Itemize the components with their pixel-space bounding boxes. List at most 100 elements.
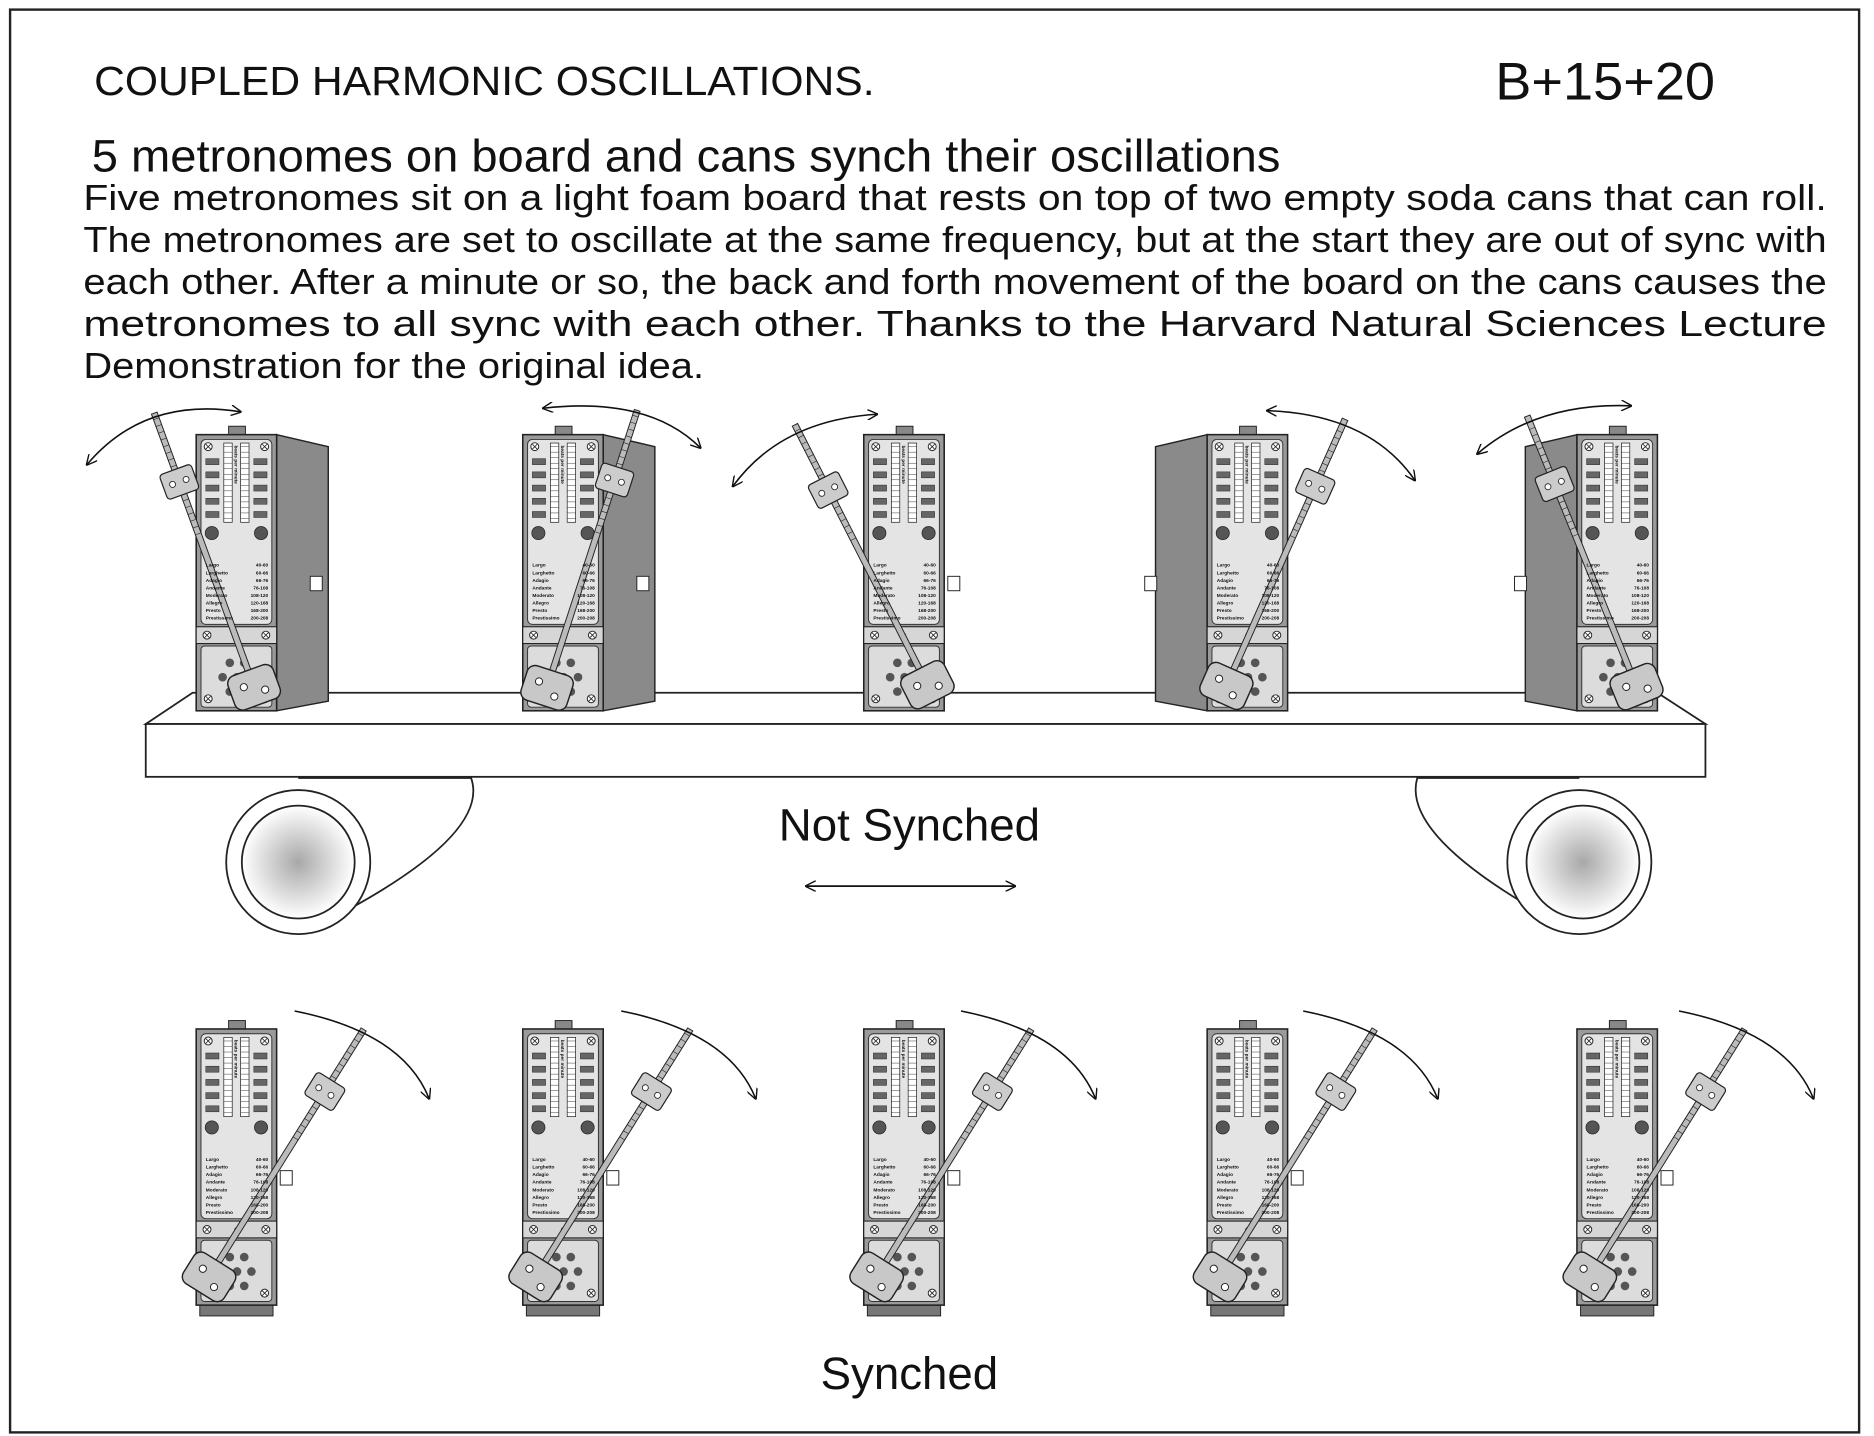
indicator-mark [921, 511, 935, 518]
tempo-range: 66-76 [924, 578, 937, 584]
tempo-name: Prestissimo [532, 1210, 559, 1216]
indicator-mark [1586, 1105, 1601, 1113]
tempo-range: 108-120 [1631, 593, 1649, 599]
rod-notch [1013, 1051, 1020, 1055]
tempo-range: 40-60 [1637, 563, 1650, 569]
indicator-mark [580, 511, 594, 518]
tempo-scale [891, 1037, 901, 1117]
screw-slot [871, 632, 878, 638]
description-line: each other. After a minute or so, the ba… [83, 261, 1826, 302]
screw-slot [929, 443, 935, 450]
rod-notch [1303, 1136, 1310, 1141]
screw-slot [873, 1038, 879, 1044]
metronome-base [866, 1304, 942, 1317]
description-line: The metronomes are set to oscillate at t… [83, 219, 1826, 260]
rod-notch [1558, 500, 1565, 504]
tempo-name: Largo [532, 1157, 545, 1163]
weight-screw [1338, 1091, 1346, 1099]
tempo-range: 40-60 [256, 563, 269, 569]
indicator-mark [580, 498, 594, 505]
tempo-name: Prestissimo [206, 1210, 233, 1216]
tempo-range: 66-76 [924, 1172, 937, 1178]
weight-screw [315, 1084, 323, 1092]
rod-notch [1357, 1051, 1363, 1055]
indicator-mark [873, 1065, 887, 1073]
tempo-range: 40-60 [256, 1157, 269, 1163]
rod-notch [998, 1075, 1005, 1080]
speaker-hole [893, 658, 902, 668]
indicator-mark [1586, 1079, 1601, 1086]
tempo-range: 120-168 [1262, 1195, 1280, 1201]
tempo-scale [240, 1037, 250, 1117]
rod-notch [1692, 1106, 1699, 1110]
tempo-name: Presto [532, 1202, 547, 1208]
tempo-name: Allegro [532, 1195, 549, 1201]
weight-screw [169, 480, 176, 488]
tempo-name: Presto [1587, 608, 1602, 614]
rod-notch [657, 1075, 664, 1080]
indicator-mark [1264, 1065, 1279, 1073]
rod-notch [1564, 513, 1571, 517]
tempo-range: 200-208 [577, 616, 595, 622]
indicator-mark [532, 1079, 546, 1086]
indicator-mark [1586, 1052, 1601, 1060]
tempo-range: 66-76 [583, 1172, 596, 1178]
rod-notch [1567, 520, 1573, 524]
indicator-mark [921, 1065, 935, 1073]
rod-notch [680, 1038, 686, 1043]
rod-notch [1673, 1136, 1680, 1141]
tempo-scale [550, 1037, 560, 1117]
tempo-name: Moderato [873, 1187, 895, 1193]
sliding-weight [630, 1072, 672, 1111]
tempo-range: 60-66 [924, 1165, 937, 1171]
tempo-range: 76-108 [1634, 585, 1649, 591]
tempo-name: Moderato [1587, 593, 1609, 599]
rod-notch [1304, 502, 1311, 506]
rod-notch [1025, 1032, 1031, 1037]
metronome-base [1210, 1304, 1285, 1317]
scale-label: beats per minute [233, 1040, 239, 1079]
weight-screw [261, 685, 270, 694]
weight-screw [1228, 691, 1237, 700]
indicator-mark [1634, 511, 1649, 518]
tempo-range: 108-120 [918, 593, 936, 599]
rod-notch [1002, 1069, 1008, 1074]
rod-notch [964, 1130, 970, 1135]
tempo-name: Prestissimo [873, 616, 900, 622]
rod-notch [182, 498, 189, 502]
tempo-name: Larghetto [1217, 570, 1239, 576]
dial-dot [1215, 1120, 1230, 1135]
indicator-mark [1216, 1065, 1231, 1073]
tempo-scale [1251, 442, 1261, 523]
rod-notch [1295, 522, 1302, 526]
indicator-mark [253, 471, 268, 479]
tempo-name: Allegro [1587, 601, 1604, 607]
tempo-range: 60-66 [256, 570, 269, 576]
rod-notch [834, 505, 840, 509]
speaker-hole [893, 1252, 902, 1262]
tempo-range: 108-120 [251, 593, 269, 599]
screw-slot [1216, 1038, 1222, 1044]
speaker-hole [1599, 672, 1608, 682]
tempo-name: Largo [873, 563, 886, 569]
tempo-name: Largo [1217, 1157, 1230, 1163]
rod-notch [1569, 527, 1576, 530]
weight-screw [1643, 684, 1652, 693]
demo-code: B+15+20 [1495, 53, 1715, 112]
indicator-mark [1634, 484, 1649, 492]
tempo-range: 60-66 [1637, 570, 1650, 576]
screw-slot [204, 1226, 210, 1233]
screw-slot [1642, 1038, 1649, 1044]
indicator-mark [1264, 458, 1279, 465]
dial-dot [921, 1120, 936, 1135]
screw-slot [588, 696, 594, 702]
tempo-name: Moderato [206, 593, 228, 599]
speaker-hole [225, 658, 235, 668]
tempo-range: 200-208 [918, 616, 936, 622]
tempo-range: 200-208 [251, 1210, 269, 1216]
tempo-name: Adagio [1587, 1172, 1603, 1178]
